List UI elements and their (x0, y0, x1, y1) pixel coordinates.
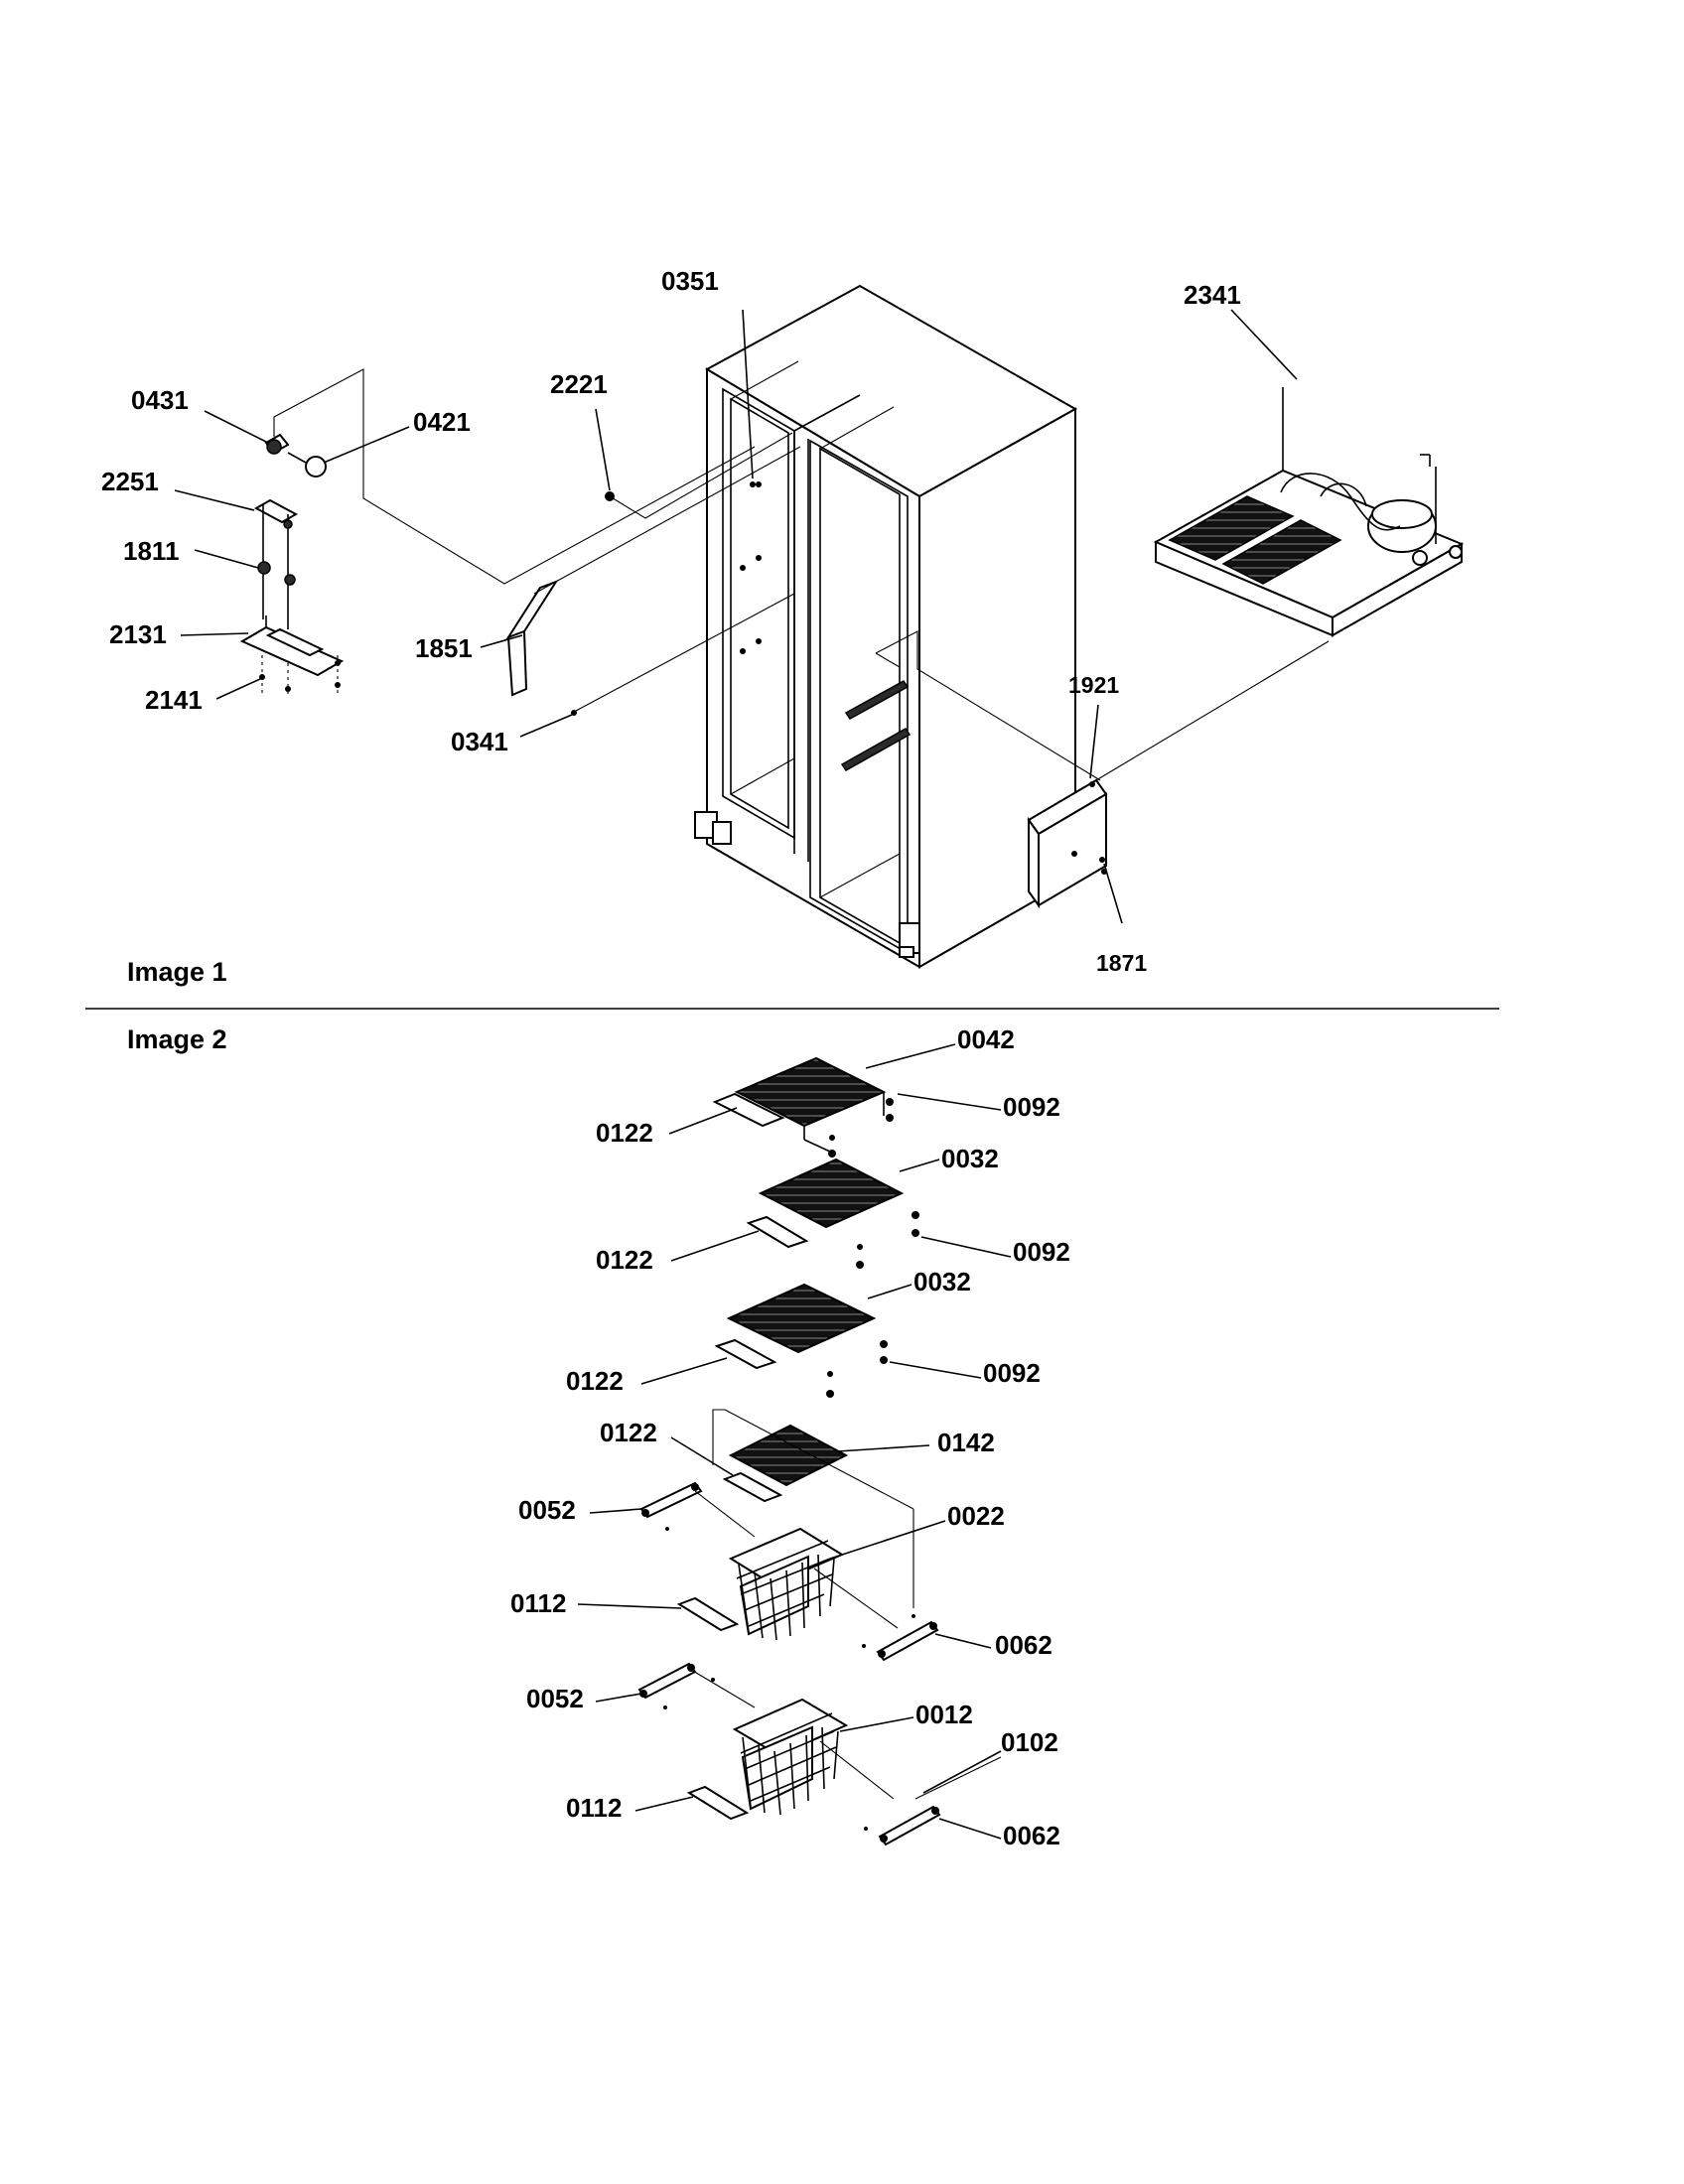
part-label-0122-1: 0122 (596, 1118, 653, 1148)
leader-lines-image-2 (577, 1043, 1012, 1840)
leader-lines-image-1 (174, 309, 1298, 924)
part-label-0112-1: 0112 (510, 1588, 566, 1618)
part-label-2141: 2141 (145, 685, 203, 715)
part-label-0032-2: 0032 (913, 1267, 971, 1297)
part-label-0052-2: 0052 (526, 1684, 584, 1713)
part-label-1921: 1921 (1068, 672, 1119, 698)
light-assembly (239, 433, 345, 695)
part-label-0431: 0431 (131, 385, 189, 415)
rail-0062-upper (862, 1614, 939, 1662)
part-label-0032-1: 0032 (941, 1144, 999, 1173)
shelf-0042 (712, 1056, 894, 1158)
part-label-2131: 2131 (109, 619, 167, 649)
divider-0112-upper (676, 1596, 740, 1632)
screw-0341 (571, 710, 577, 716)
rail-0062-lower (864, 1756, 1002, 1846)
labels-image-1: 0351 2341 0431 0421 2221 2251 1811 2131 … (101, 266, 1241, 976)
part-label-0092-3: 0092 (983, 1358, 1041, 1388)
part-label-0052-1: 0052 (518, 1495, 576, 1525)
part-label-0042: 0042 (957, 1024, 1015, 1054)
divider-0112-lower (686, 1785, 750, 1821)
part-label-0421: 0421 (413, 407, 471, 437)
image-2-section: Image 2 (127, 1024, 1070, 1850)
screw-0351 (756, 481, 762, 487)
screw-1871 (1099, 857, 1105, 863)
part-label-0062-1: 0062 (995, 1630, 1052, 1660)
section-title-image-2: Image 2 (127, 1024, 227, 1054)
refrigerator-cabinet (694, 284, 1078, 969)
part-label-1851: 1851 (415, 633, 473, 663)
part-label-0062-2: 0062 (1003, 1821, 1060, 1850)
image-1-section: 0351 2341 0431 0421 2221 2251 1811 2131 … (101, 266, 1465, 987)
compressor-assembly (1153, 387, 1465, 637)
part-label-0122-2: 0122 (596, 1245, 653, 1275)
part-label-2251: 2251 (101, 467, 159, 496)
part-label-2221: 2221 (550, 369, 608, 399)
shelf-0032-upper (746, 1158, 919, 1269)
part-label-0142: 0142 (937, 1428, 995, 1457)
bracket-1851 (505, 580, 559, 697)
part-label-2341: 2341 (1184, 280, 1241, 310)
part-label-0341: 0341 (451, 727, 508, 756)
part-label-0012: 0012 (915, 1700, 973, 1729)
part-label-0122-3: 0122 (566, 1366, 624, 1396)
basket-0012 (732, 1698, 895, 1816)
control-panel (1027, 778, 1108, 909)
part-label-0351: 0351 (661, 266, 719, 296)
part-label-0112-2: 0112 (566, 1793, 622, 1823)
shelf-0142 (712, 1409, 914, 1608)
part-label-0122-4: 0122 (600, 1418, 657, 1447)
basket-0022 (728, 1527, 899, 1641)
section-title-image-1: Image 1 (127, 957, 227, 987)
part-label-0092-2: 0092 (1013, 1237, 1070, 1267)
labels-image-2: 0042 0092 0122 0032 0092 0122 0032 0092 … (510, 1024, 1070, 1850)
shelf-0032-lower (714, 1283, 888, 1398)
part-label-1871: 1871 (1096, 950, 1147, 976)
part-label-0022: 0022 (947, 1501, 1005, 1531)
explode-lines (273, 368, 1330, 781)
part-label-0102: 0102 (1001, 1727, 1058, 1757)
part-label-1811: 1811 (123, 536, 179, 566)
rail-0052-upper (639, 1481, 756, 1538)
rail-0052-lower (637, 1662, 756, 1709)
part-label-0092-1: 0092 (1003, 1092, 1060, 1122)
